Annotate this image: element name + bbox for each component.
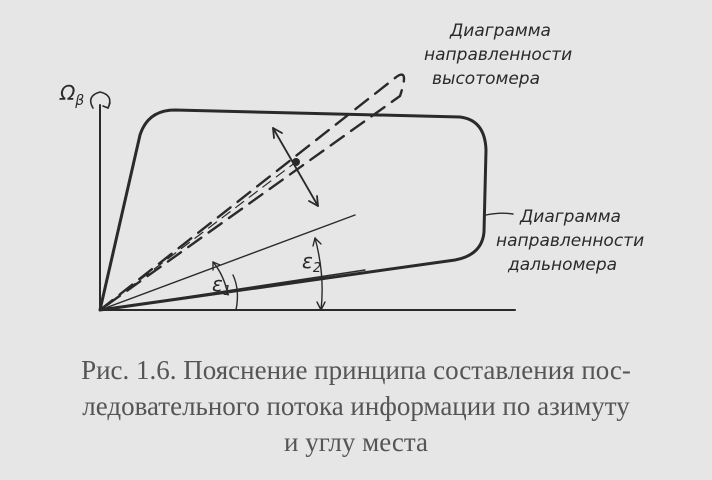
axis-label: Ωβ [59,81,84,109]
figure-caption: Рис. 1.6. Пояснение принципа составления… [0,352,712,460]
angle-epsilon1-label: ε1 [212,272,231,299]
rangefinder-pattern-outline [98,108,488,312]
caption-line-1: Рис. 1.6. Пояснение принципа составления… [81,355,631,385]
altimeter-label: Диаграмма направленности высотомера [424,21,578,89]
rangefinder-leader-line [485,212,514,216]
caption-line-3: и углу места [284,427,428,457]
scan-arrowhead-up-icon [272,127,283,139]
elevation-ray-1 [99,214,356,311]
angle-arc-epsilon1 [212,261,229,296]
rotation-arrow-icon [89,91,111,109]
angle-epsilon2-label: ε2 [302,249,321,276]
angle-arrowhead-epsilon2-icon [312,237,322,247]
angle-arc-bottom [232,274,239,311]
altimeter-pattern-axis [99,161,297,311]
rangefinder-label: Диаграмма направленности дальномера [496,207,650,275]
elevation-ray-2 [99,269,366,311]
scan-arrowhead-down-icon [308,195,319,207]
altimeter-pattern-outline [98,73,406,312]
radar-diagram: Ωβ Диаграмма направленности высотомера Д… [59,21,650,312]
rotation-arrowhead-icon [102,102,111,109]
caption-line-2: ледовательного потока информации по азим… [82,391,630,421]
scan-direction-arrow [272,127,319,207]
angle-arrowhead-epsilon1-icon [212,261,221,271]
angle-arrowhead-base-icon [316,301,326,311]
angle-arc-epsilon2 [314,237,323,311]
